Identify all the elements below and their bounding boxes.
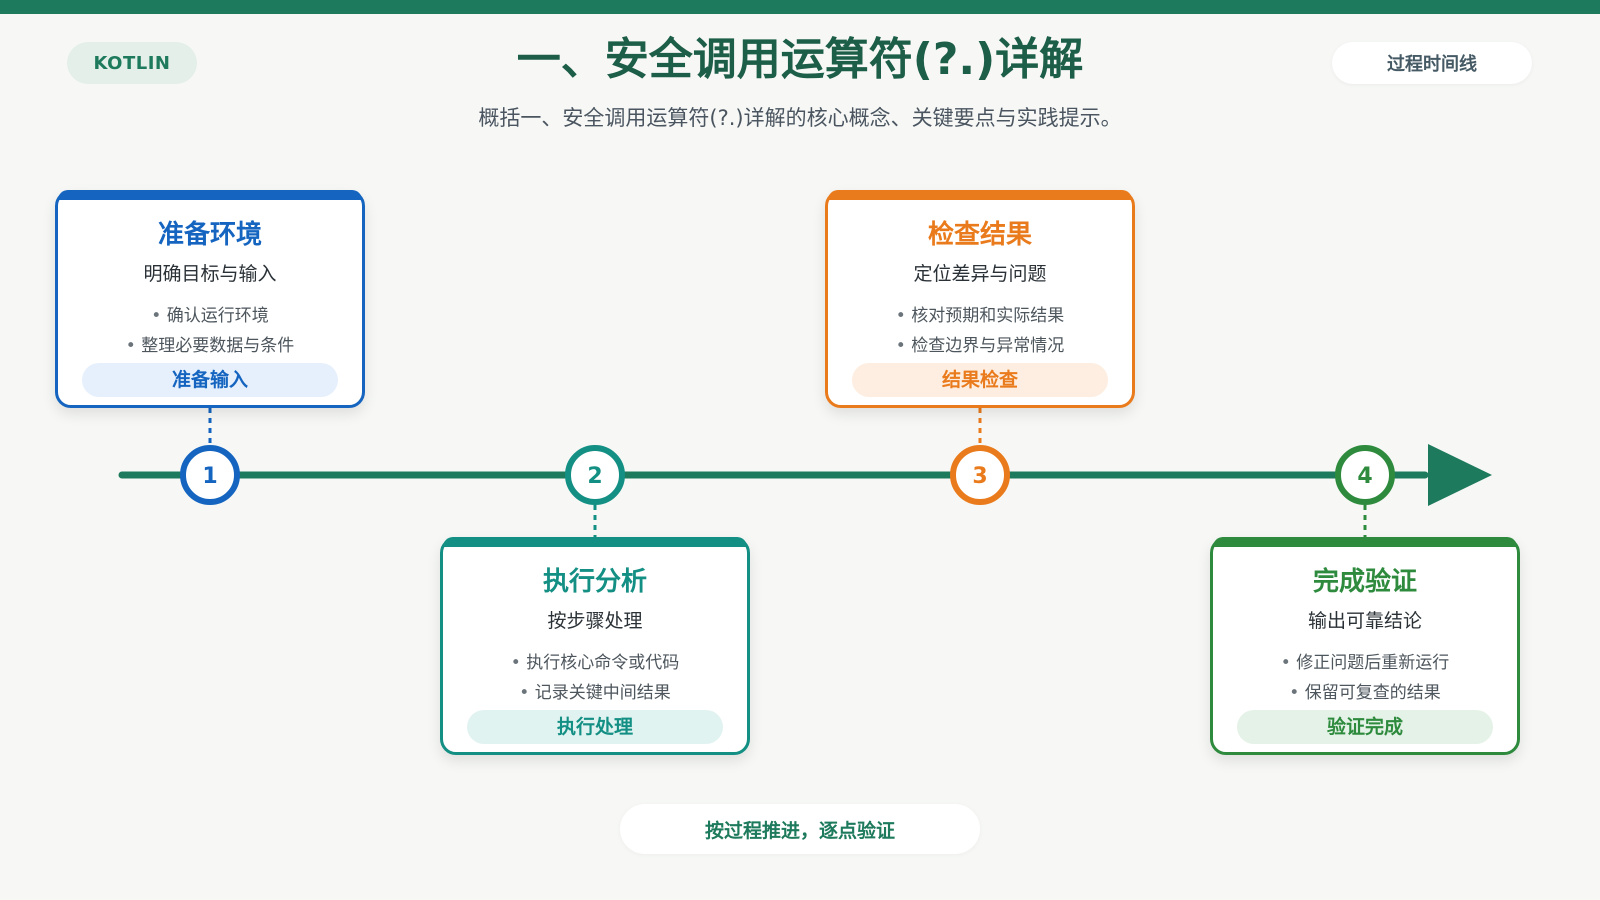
card-bullet-item: 保留可复查的结果 [1213,678,1517,708]
card-accent-bar [1213,537,1517,547]
step-number: 3 [972,464,987,489]
card-title: 检查结果 [927,220,1032,250]
step-card: 执行分析按步骤处理执行核心命令或代码记录关键中间结果执行处理 [440,537,750,755]
card-bullet-item: 记录关键中间结果 [443,678,747,708]
step-node: 3 [950,445,1010,505]
card-subtitle: 输出可靠结论 [1307,610,1422,632]
card-bullet-item: 检查边界与异常情况 [828,331,1132,361]
card-accent-bar [828,190,1132,200]
card-tag: 结果检查 [852,363,1108,397]
card-bullet-item: 确认运行环境 [58,301,362,331]
step-number: 2 [587,464,602,489]
step-card: 准备环境明确目标与输入确认运行环境整理必要数据与条件准备输入 [55,190,365,408]
language-tag: KOTLIN [67,42,197,84]
step-card: 完成验证输出可靠结论修正问题后重新运行保留可复查的结果验证完成 [1210,537,1520,755]
top-accent-bar [0,0,1600,14]
card-bullet-item: 核对预期和实际结果 [828,301,1132,331]
card-tag: 准备输入 [82,363,338,397]
card-subtitle: 明确目标与输入 [143,263,277,285]
card-subtitle: 定位差异与问题 [913,263,1047,285]
page-title: 一、安全调用运算符(?.)详解 [516,34,1084,85]
card-accent-bar [58,190,362,200]
card-title: 执行分析 [542,567,647,597]
step-node: 4 [1335,445,1395,505]
footer-note: 按过程推进，逐点验证 [620,804,980,854]
card-tag: 执行处理 [467,710,723,744]
card-bullet-item: 执行核心命令或代码 [443,648,747,678]
card-bullet-item: 修正问题后重新运行 [1213,648,1517,678]
step-node: 2 [565,445,625,505]
step-number: 4 [1357,464,1372,489]
card-title: 完成验证 [1312,567,1417,597]
card-bullet-list: 核对预期和实际结果检查边界与异常情况 [828,301,1132,361]
card-bullet-list: 执行核心命令或代码记录关键中间结果 [443,648,747,708]
card-accent-bar [443,537,747,547]
card-title: 准备环境 [157,220,262,250]
step-node: 1 [180,445,240,505]
card-tag: 验证完成 [1237,710,1493,744]
step-card: 检查结果定位差异与问题核对预期和实际结果检查边界与异常情况结果检查 [825,190,1135,408]
card-bullet-list: 确认运行环境整理必要数据与条件 [58,301,362,361]
card-subtitle: 按步骤处理 [547,610,643,632]
page-subtitle: 概括一、安全调用运算符(?.)详解的核心概念、关键要点与实践提示。 [478,106,1122,130]
card-bullet-list: 修正问题后重新运行保留可复查的结果 [1213,648,1517,708]
axis-arrowhead [1428,444,1492,506]
step-number: 1 [202,464,217,489]
timeline-label: 过程时间线 [1332,42,1532,84]
card-bullet-item: 整理必要数据与条件 [58,331,362,361]
